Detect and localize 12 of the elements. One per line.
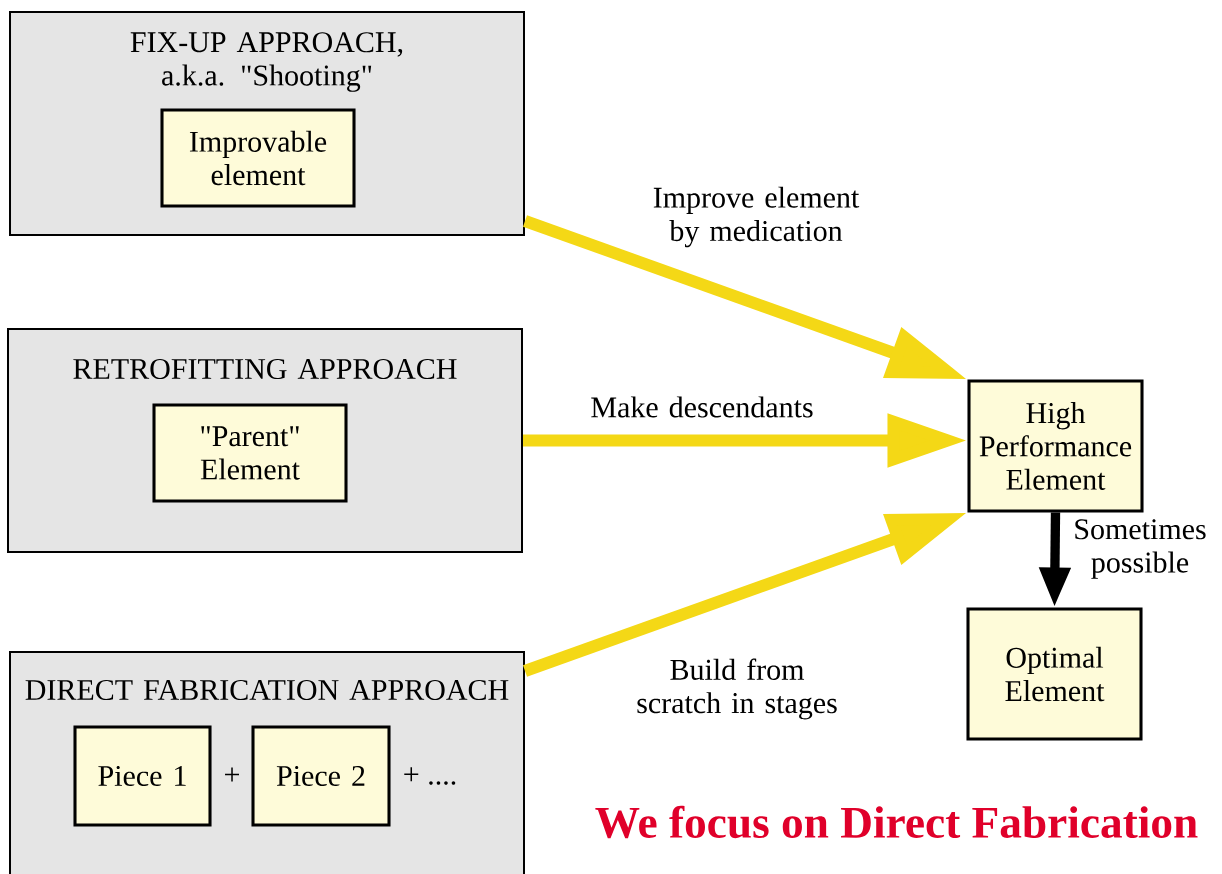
edge-label: Build from scratch in stages <box>637 658 837 720</box>
highlight-note: We focus on Direct Fabrication <box>595 805 1198 839</box>
edge-label: Make descendants <box>591 396 813 418</box>
element-box: "Parent" Element <box>152 403 348 503</box>
element-box: Piece 1 <box>73 725 212 827</box>
plus-sign: + <box>225 767 239 782</box>
element-box: High Performance Element <box>967 379 1144 513</box>
element-box: Improvable element <box>160 108 356 208</box>
element-box: Piece 2 <box>251 725 391 827</box>
element-box: Optimal Element <box>966 607 1143 741</box>
edge-label: Sometimes possible <box>1075 519 1206 579</box>
edge-label: Improve element by medication <box>653 186 860 248</box>
